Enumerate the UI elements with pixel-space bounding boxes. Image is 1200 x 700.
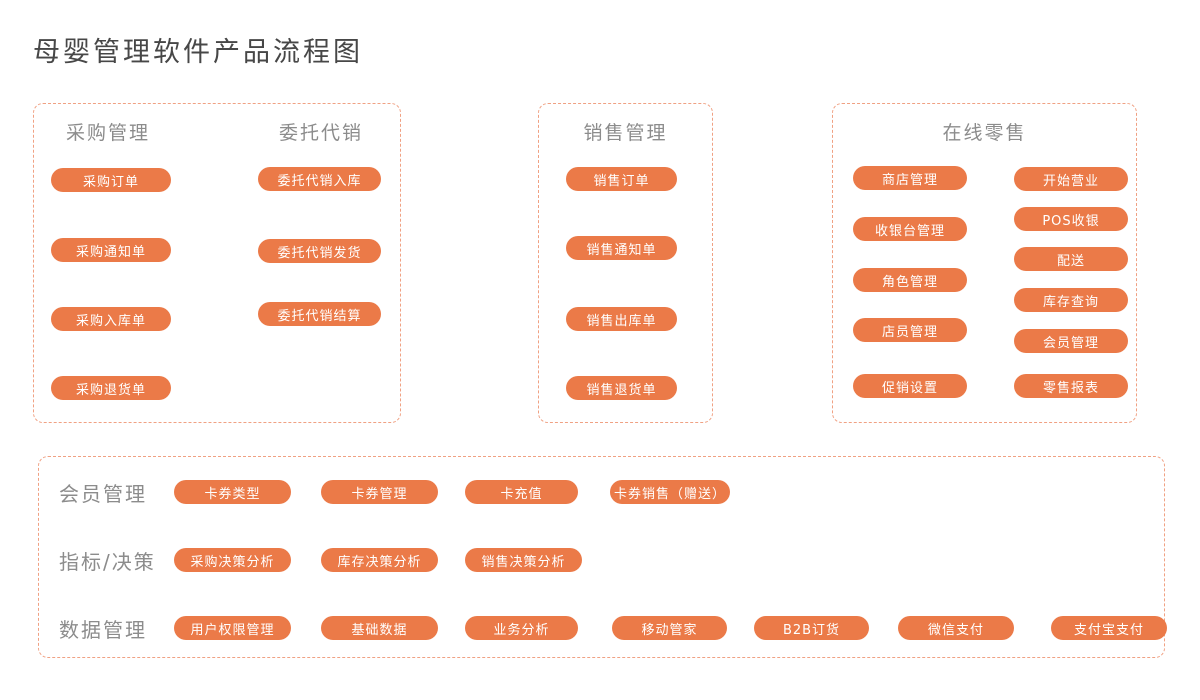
row-label-indicators-decision: 指标/决策: [59, 550, 156, 574]
section-header-online-retail: 在线零售: [942, 122, 1027, 144]
node-sales-notice: 销售通知单: [566, 236, 677, 260]
node-sales-outbound: 销售出库单: [566, 307, 677, 331]
node-purchase-return: 采购退货单: [51, 376, 171, 400]
node-card-sale-gift: 卡券销售（赠送）: [610, 480, 730, 504]
node-delivery: 配送: [1014, 247, 1128, 271]
node-consignment-shipping: 委托代销发货: [258, 239, 381, 263]
page-title: 母婴管理软件产品流程图: [33, 37, 363, 68]
section-header-sales: 销售管理: [583, 122, 668, 144]
node-purchase-decision-analysis: 采购决策分析: [174, 548, 291, 572]
node-sales-return: 销售退货单: [566, 376, 677, 400]
node-sales-order: 销售订单: [566, 167, 677, 191]
node-consignment-inbound: 委托代销入库: [258, 167, 381, 191]
node-business-analysis: 业务分析: [465, 616, 578, 640]
node-b2b-ordering: B2B订货: [754, 616, 869, 640]
row-label-member-management: 会员管理: [59, 482, 147, 506]
node-role-management: 角色管理: [853, 268, 967, 292]
section-header-purchase: 采购管理: [66, 122, 151, 144]
panel-purchase-consignment: 采购管理 委托代销 采购订单 采购通知单 采购入库单 采购退货单 委托代销入库 …: [33, 103, 401, 423]
node-promotion-settings: 促销设置: [853, 374, 967, 398]
node-sales-decision-analysis: 销售决策分析: [465, 548, 582, 572]
node-basic-data: 基础数据: [321, 616, 438, 640]
node-purchase-inbound: 采购入库单: [51, 307, 171, 331]
panel-online-retail: 在线零售 商店管理 收银台管理 角色管理 店员管理 促销设置 开始营业 POS收…: [832, 103, 1137, 423]
node-consignment-settlement: 委托代销结算: [258, 302, 381, 326]
node-user-permission-management: 用户权限管理: [174, 616, 291, 640]
node-alipay-pay: 支付宝支付: [1051, 616, 1167, 640]
node-inventory-query: 库存查询: [1014, 288, 1128, 312]
section-header-consignment: 委托代销: [279, 122, 364, 144]
node-shop-management: 商店管理: [853, 166, 967, 190]
node-mobile-manager: 移动管家: [612, 616, 727, 640]
node-pos-cashier: POS收银: [1014, 207, 1128, 231]
node-purchase-order: 采购订单: [51, 168, 171, 192]
node-purchase-notice: 采购通知单: [51, 238, 171, 262]
node-inventory-decision-analysis: 库存决策分析: [321, 548, 438, 572]
row-label-data-management: 数据管理: [59, 618, 147, 642]
node-card-recharge: 卡充值: [465, 480, 578, 504]
panel-bottom: 会员管理 卡券类型 卡券管理 卡充值 卡券销售（赠送） 指标/决策 采购决策分析…: [38, 456, 1167, 658]
node-cashier-desk-management: 收银台管理: [853, 217, 967, 241]
node-card-coupon-type: 卡券类型: [174, 480, 291, 504]
node-wechat-pay: 微信支付: [898, 616, 1014, 640]
node-card-coupon-management: 卡券管理: [321, 480, 438, 504]
panel-sales: 销售管理 销售订单 销售通知单 销售出库单 销售退货单: [538, 103, 713, 423]
node-retail-report: 零售报表: [1014, 374, 1128, 398]
node-member-management: 会员管理: [1014, 329, 1128, 353]
node-open-business: 开始营业: [1014, 167, 1128, 191]
node-clerk-management: 店员管理: [853, 318, 967, 342]
